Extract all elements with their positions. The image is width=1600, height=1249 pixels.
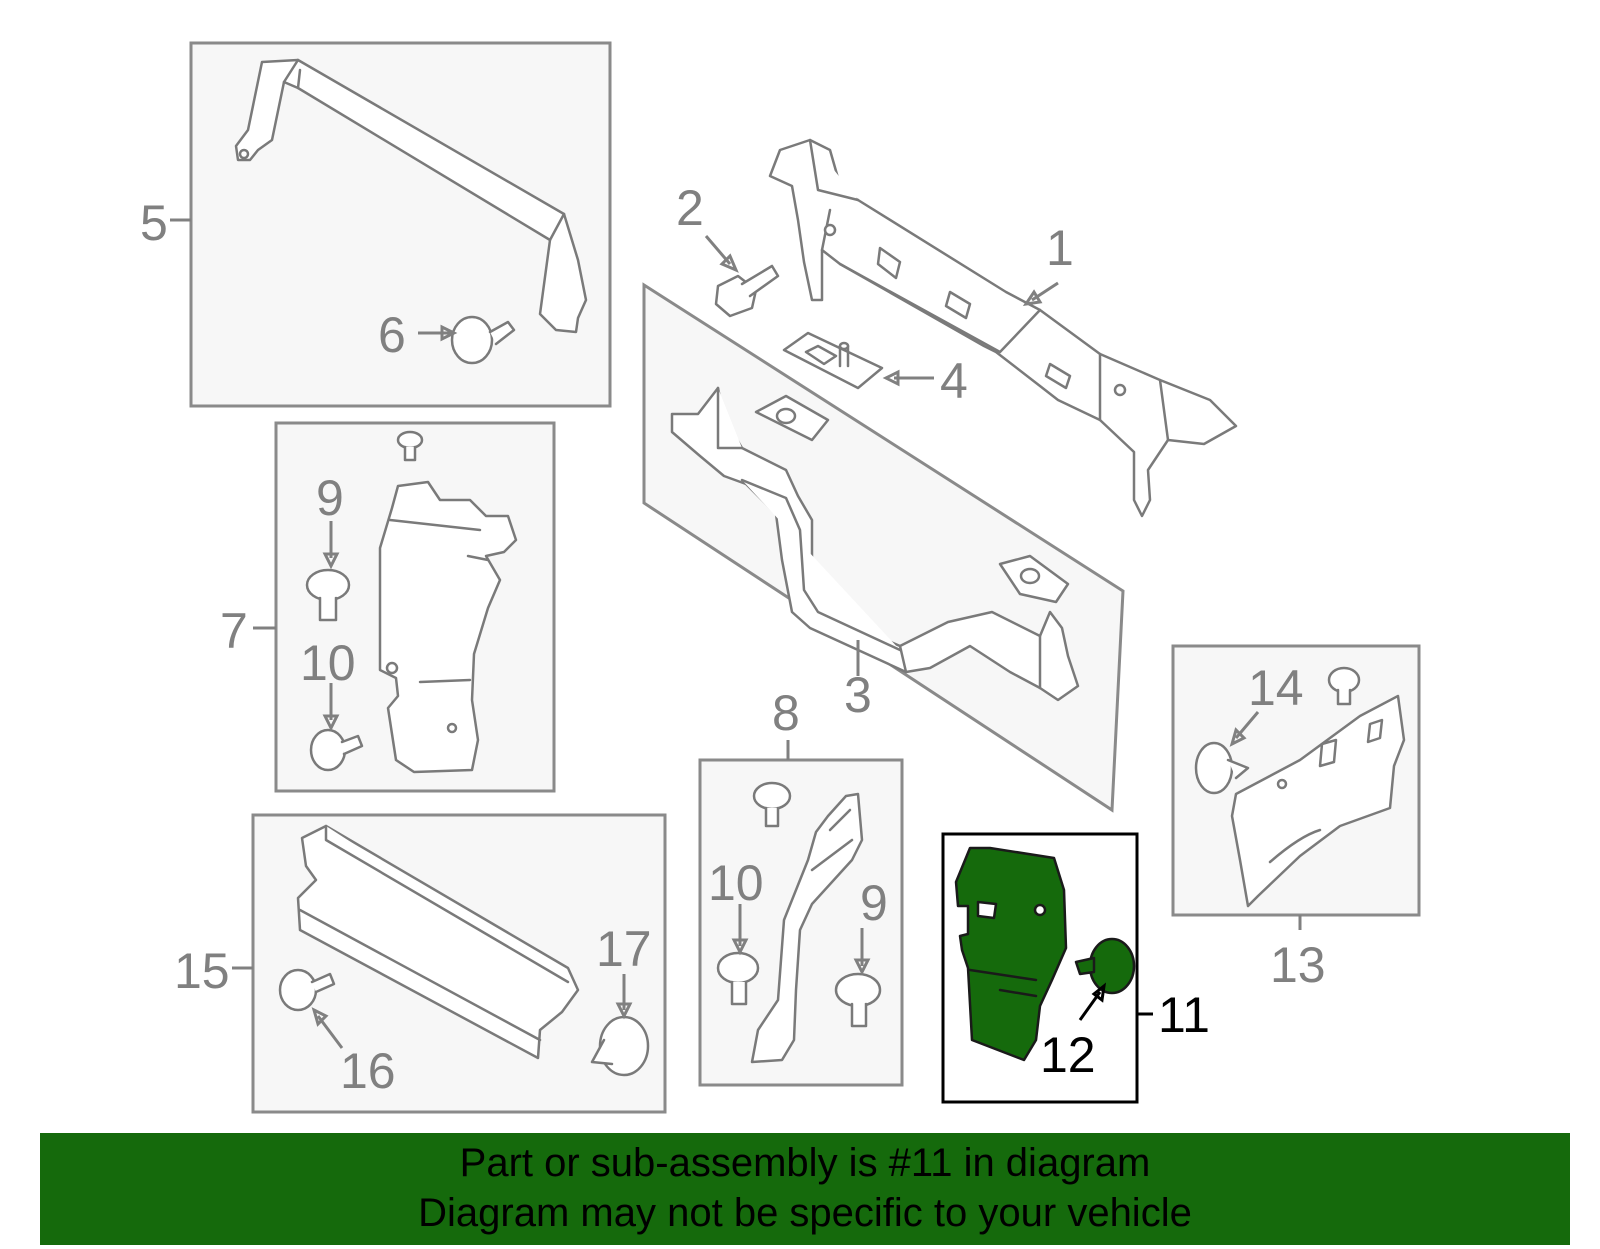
part-3-lower-support[interactable] [670,386,1080,702]
callout-6: 6 [378,307,406,363]
banner-line-2: Diagram may not be specific to your vehi… [418,1191,1192,1235]
part-9-clip-group-7[interactable] [305,568,351,622]
callout-10-group-7: 10 [300,635,356,691]
part-4-bracket-plate[interactable] [782,331,884,390]
part-5-upper-tie-bar[interactable] [234,58,588,334]
callout-8: 8 [772,685,800,741]
parts-diagram: 5 6 7 9 10 1 2 4 3 8 10 9 15 16 17 13 14… [140,41,1421,1114]
part-11-body [954,846,1068,1062]
part-14-clip-b[interactable] [1194,741,1250,795]
callout-16: 16 [340,1043,396,1099]
info-banner: Part or sub-assembly is #11 in diagram D… [40,1133,1570,1245]
part-10-clip-group-7[interactable] [309,728,364,772]
part-8-side-deflector[interactable] [750,792,864,1064]
callout-15: 15 [174,943,230,999]
part-clip-top-group-8[interactable] [752,781,792,828]
part-7-air-deflector[interactable] [378,480,518,774]
part-12-push-pin-highlighted[interactable] [1074,937,1136,995]
part-clip-top-group-7[interactable] [396,430,424,462]
part-17-clip[interactable] [590,1015,650,1077]
callout-11[interactable]: 11 [1158,987,1210,1043]
part-6-push-pin[interactable] [450,315,516,365]
part-16-clip[interactable] [278,968,336,1012]
part-14-clip-a[interactable] [1327,666,1361,706]
callout-10-group-8: 10 [708,855,764,911]
callout-5: 5 [140,195,168,251]
part-11-deflector-highlighted[interactable] [954,846,1068,1062]
callout-12[interactable]: 12 [1040,1027,1096,1083]
part-9-clip-group-8[interactable] [834,972,882,1028]
callout-2: 2 [676,180,704,236]
part-1-radiator-support[interactable] [768,138,1238,518]
callout-9-group-8: 9 [860,875,888,931]
leader-lines [170,218,1302,1049]
callout-4: 4 [940,353,968,409]
callout-14: 14 [1248,660,1304,716]
callout-3: 3 [844,667,872,723]
callout-1: 1 [1046,220,1074,276]
part-10-clip-group-8[interactable] [716,951,760,1006]
callout-17: 17 [596,921,652,977]
part-11-slot [976,900,998,920]
part-15-shield[interactable] [296,824,580,1060]
banner-line-1: Part or sub-assembly is #11 in diagram [459,1141,1151,1185]
callout-7: 7 [220,603,248,659]
part-2-bolt[interactable] [714,264,780,318]
callout-13: 13 [1270,937,1326,993]
callout-9-group-7: 9 [316,470,344,526]
part-13-deflector[interactable] [1230,694,1406,908]
